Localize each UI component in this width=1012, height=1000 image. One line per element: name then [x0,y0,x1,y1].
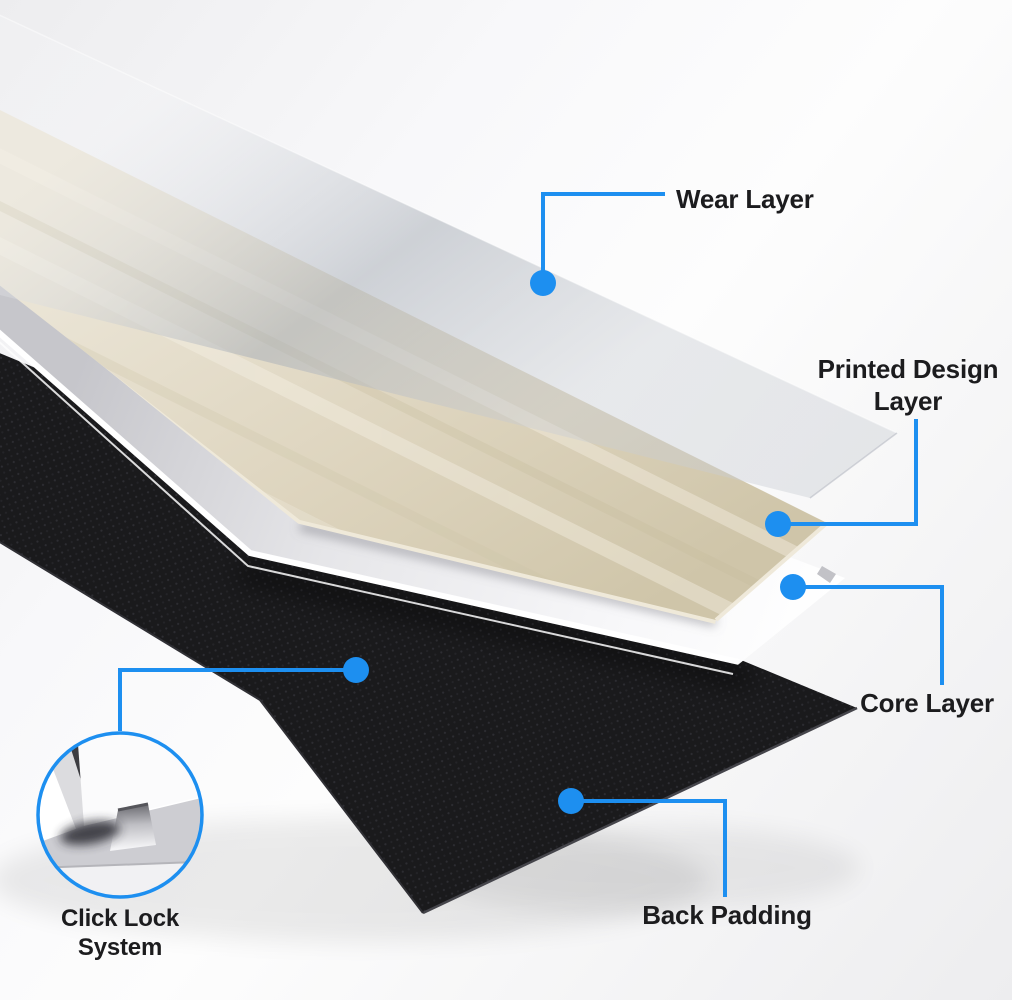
callout-line-click-lock [118,668,356,731]
callout-line-printed-design [778,419,918,526]
callout-dot-core-layer [780,574,806,600]
label-click-lock-line1: Click Lock [60,905,180,932]
label-core-layer-text: Core Layer [860,688,994,718]
label-back-padding-text: Back Padding [642,900,812,930]
label-wear-layer-text: Wear Layer [676,184,814,214]
click-lock-circle-ring [36,731,204,899]
callout-dot-back-padding [558,788,584,814]
callout-dot-wear-layer [530,270,556,296]
label-printed-design-layer: Printed Design Layer [758,353,1012,417]
label-printed-design-line2: Layer [873,386,943,416]
label-wear-layer: Wear Layer [676,183,814,215]
callout-line-core-layer [793,585,944,685]
callout-dot-click-lock [343,657,369,683]
label-core-layer: Core Layer [777,687,1012,719]
callout-dot-printed-design [765,511,791,537]
label-back-padding: Back Padding [577,899,877,931]
wear-layer-sheet [0,14,898,499]
label-click-lock-line2: System [77,934,163,961]
label-click-lock-system: Click Lock System [0,904,270,962]
callout-line-back-padding [571,799,727,897]
callout-dots [343,270,806,814]
callout-line-wear-layer [541,192,665,283]
callout-lines [118,192,944,897]
label-printed-design-line1: Printed Design [817,354,999,384]
